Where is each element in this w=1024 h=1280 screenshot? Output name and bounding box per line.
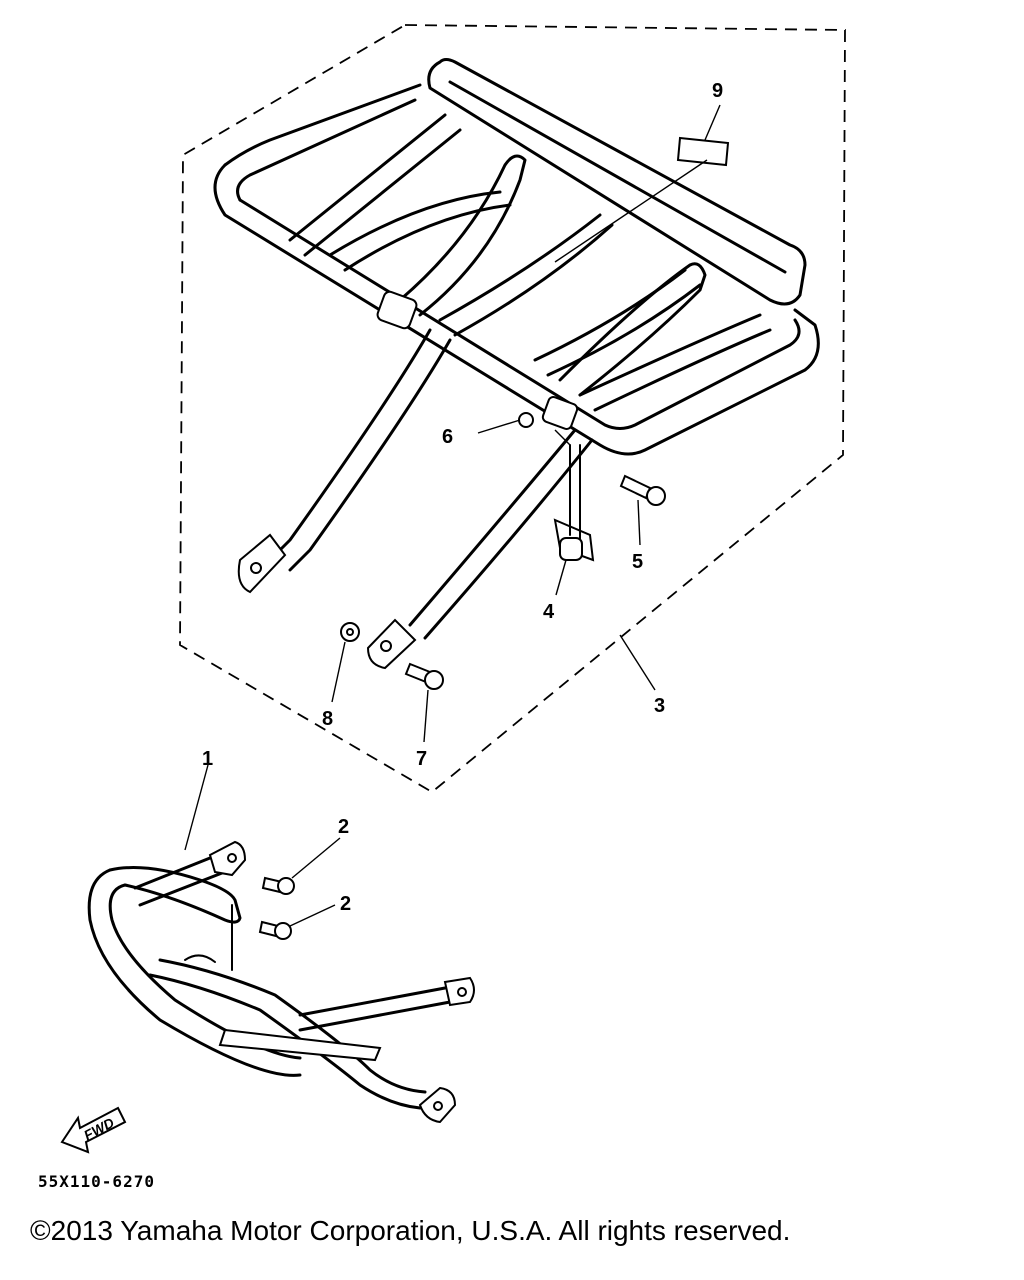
copyright: ©2013 Yamaha Motor Corporation, U.S.A. A…	[30, 1215, 790, 1246]
front-guard	[87, 840, 475, 1124]
leader-lines	[184, 104, 721, 927]
fwd-arrow-icon: FWD	[60, 1106, 127, 1154]
bolt-5	[619, 474, 666, 506]
bolt-2-upper	[261, 876, 295, 895]
nut-6	[518, 412, 534, 428]
label-plate-9	[676, 136, 730, 167]
bolt-2-lower	[258, 920, 292, 940]
callout-3: 3	[654, 695, 665, 717]
callout-2-upper: 2	[338, 816, 349, 838]
collar-4	[559, 537, 583, 561]
callout-8: 8	[322, 708, 333, 730]
part-code: 55X110-6270	[38, 1172, 155, 1191]
callout-6: 6	[442, 426, 453, 448]
assembly-boundary	[179, 24, 846, 794]
bolt-7	[404, 662, 444, 690]
callout-9: 9	[712, 80, 723, 102]
callout-2-lower: 2	[340, 893, 351, 915]
callout-1: 1	[202, 748, 213, 770]
callout-4: 4	[543, 601, 555, 623]
callout-7: 7	[416, 748, 427, 770]
callout-5: 5	[632, 551, 643, 573]
rear-carrier	[213, 58, 820, 670]
washer-8	[340, 622, 360, 642]
